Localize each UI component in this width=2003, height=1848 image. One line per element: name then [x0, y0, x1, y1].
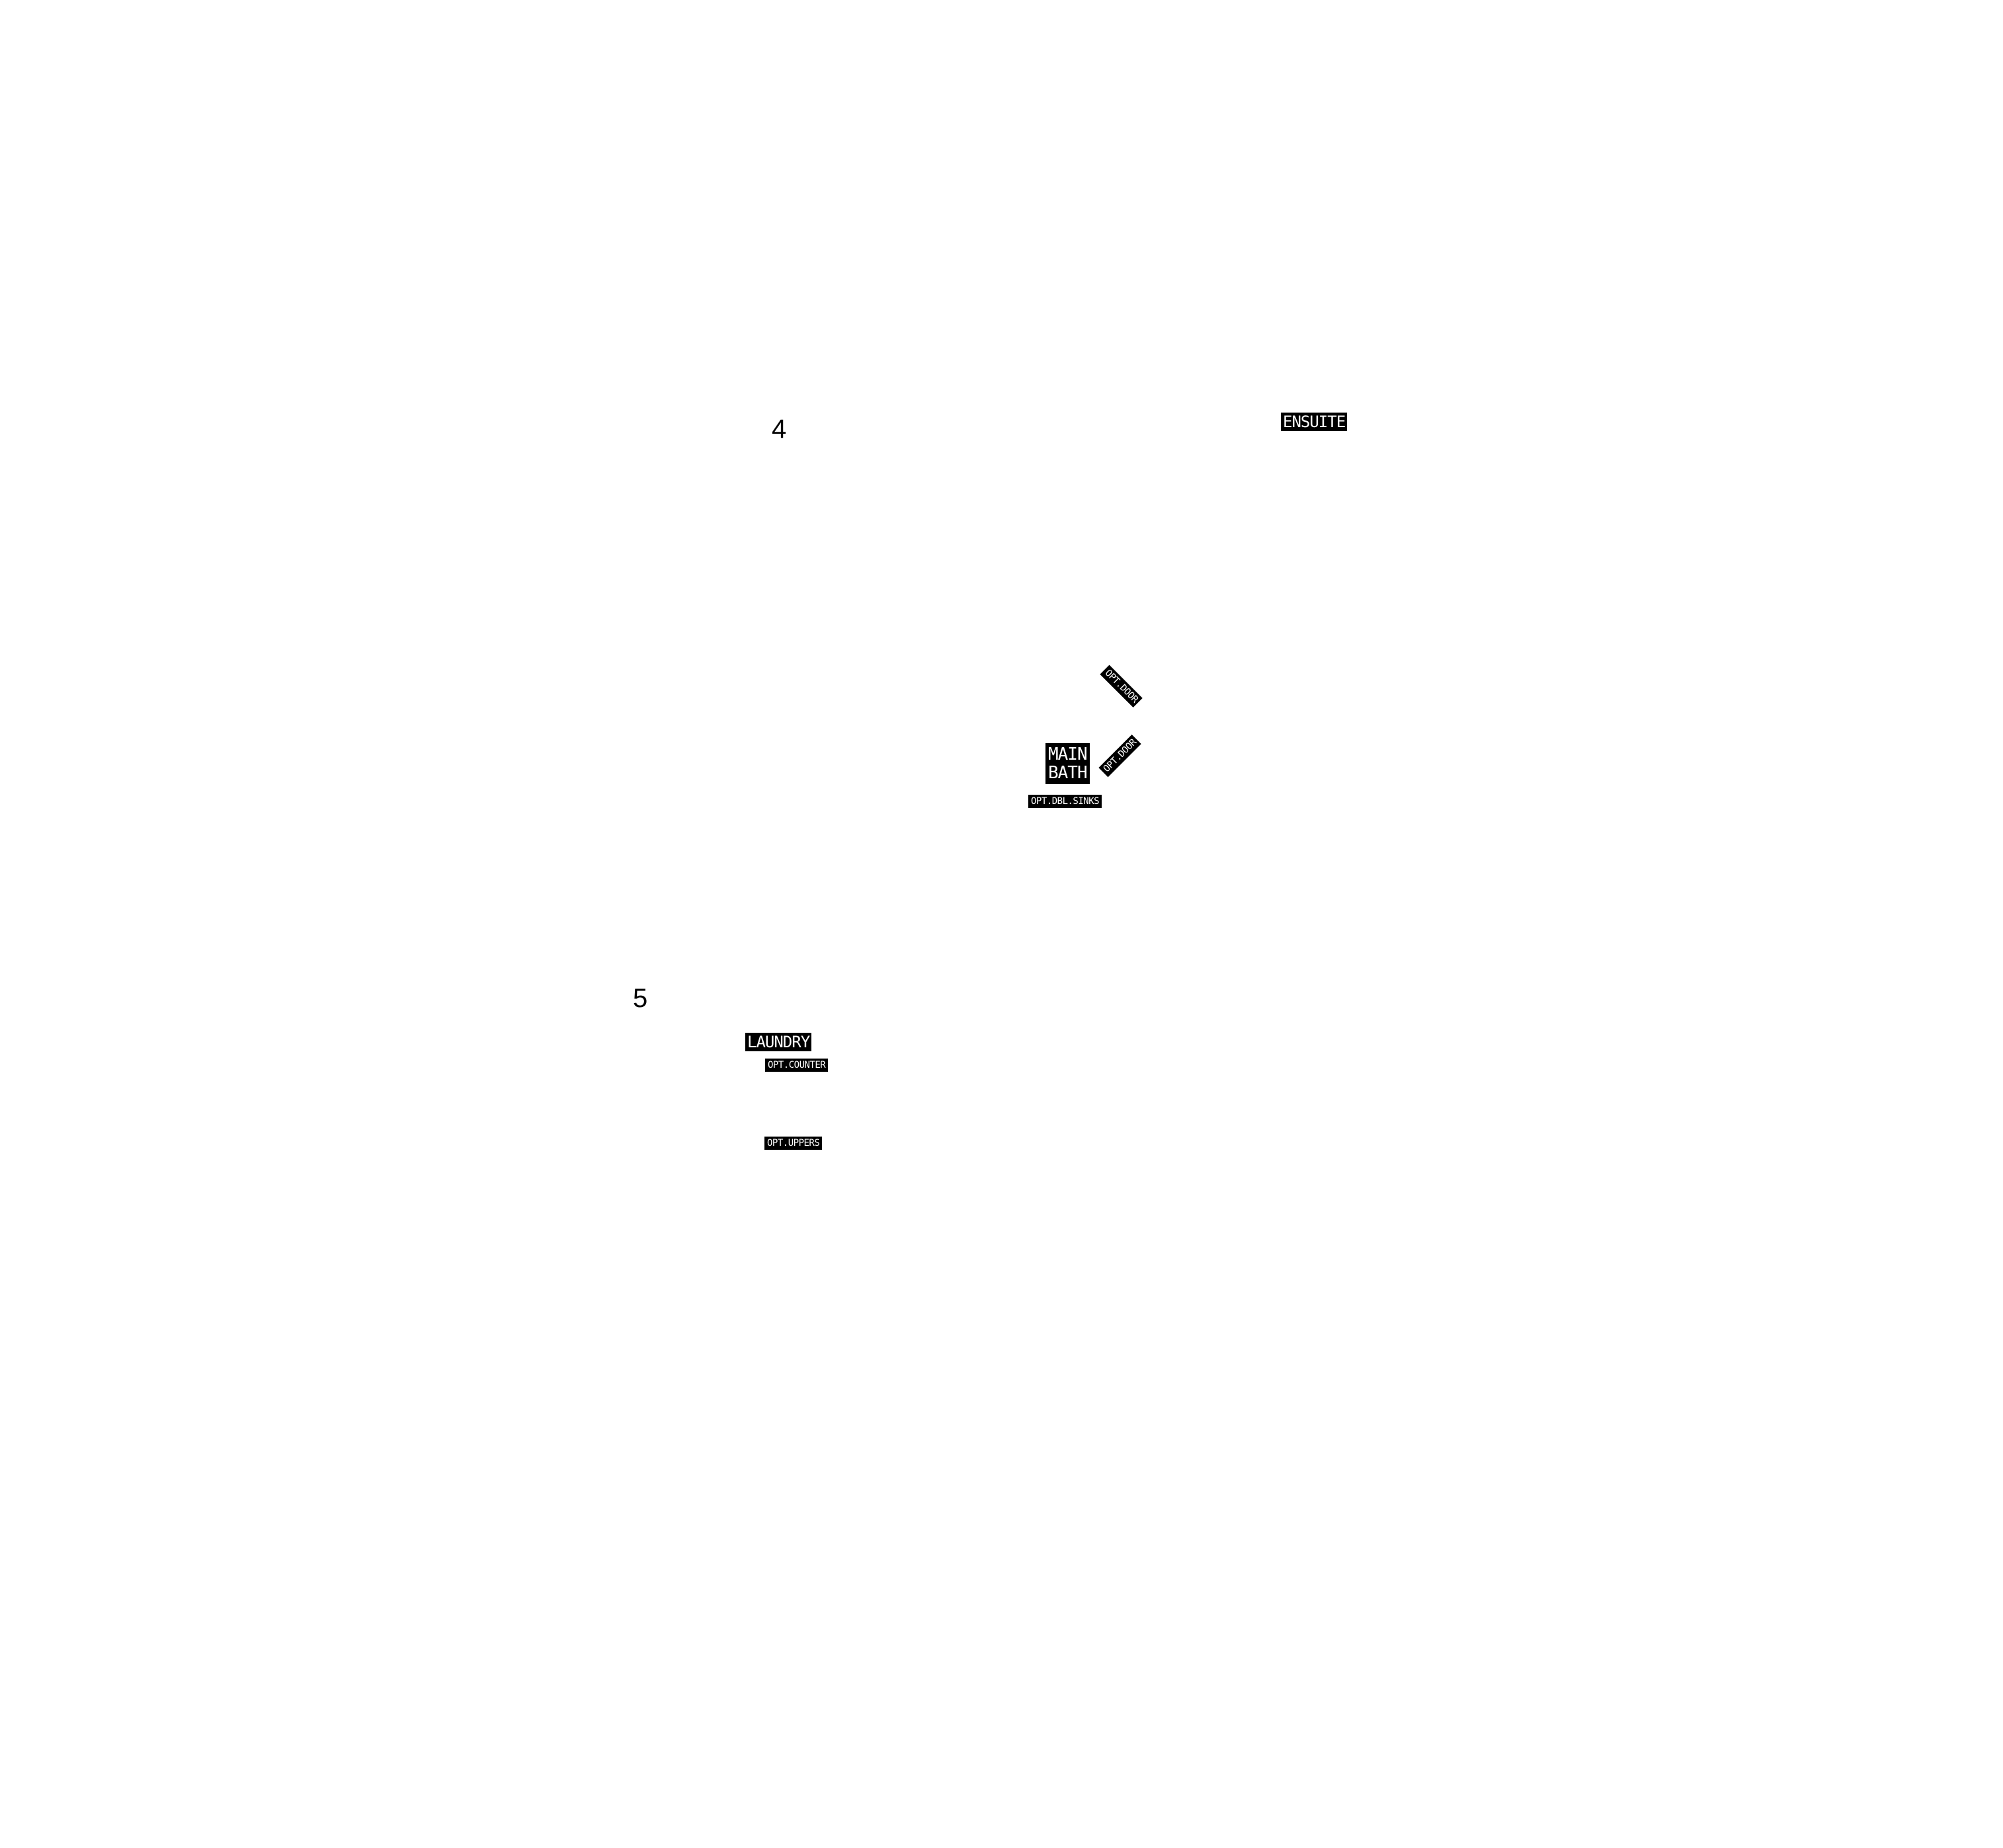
option-label-uppers: OPT.UPPERS: [764, 1137, 823, 1150]
option-label-dbl-sinks: OPT.DBL.SINKS: [1028, 795, 1102, 808]
unit-marker-4: 4: [772, 415, 787, 444]
room-label-main-bath: MAIN BATH: [1045, 743, 1090, 784]
room-label-main-bath-line1: MAIN: [1048, 744, 1088, 764]
room-label-ensuite: ENSUITE: [1281, 413, 1348, 431]
option-label-door-lower: OPT.DOOR: [1098, 734, 1142, 778]
unit-marker-5: 5: [633, 984, 648, 1013]
option-label-door-upper: OPT.DOOR: [1100, 664, 1143, 708]
room-label-main-bath-line2: BATH: [1048, 763, 1088, 783]
room-label-laundry: LAUNDRY: [745, 1033, 812, 1051]
option-label-counter: OPT.COUNTER: [765, 1059, 829, 1072]
